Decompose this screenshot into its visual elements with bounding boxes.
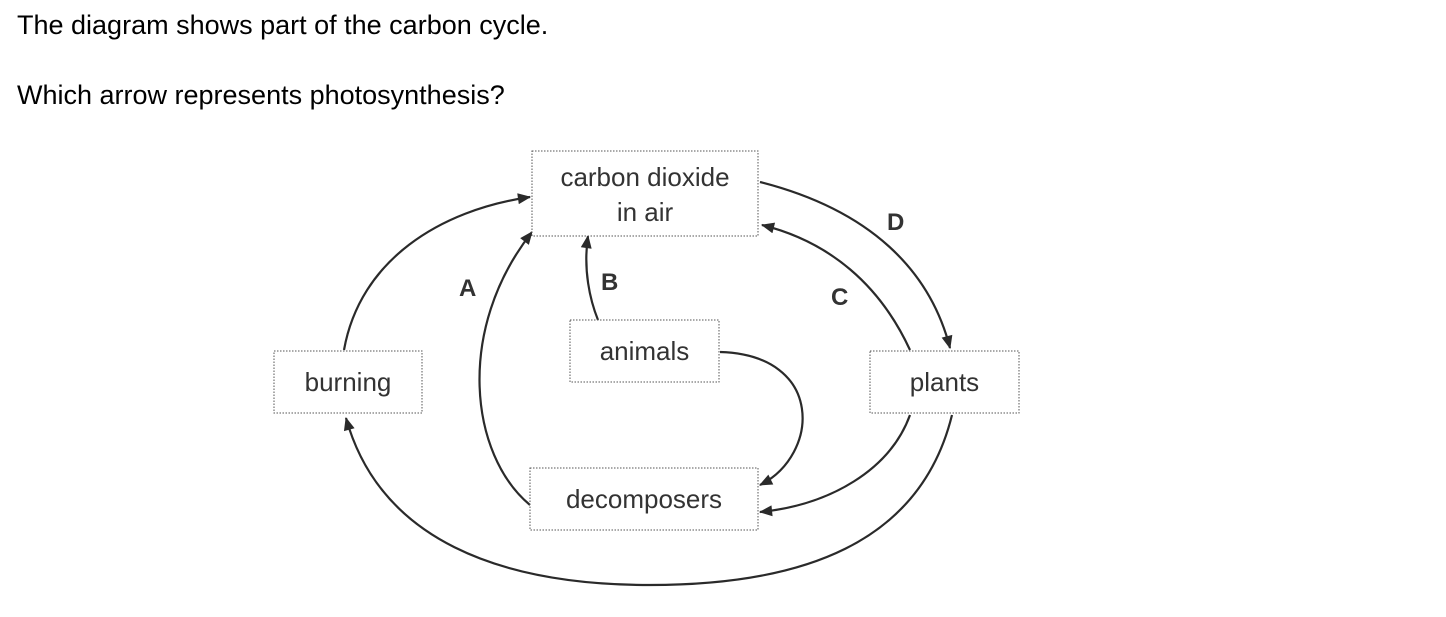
box-plants-label: plants xyxy=(910,367,979,397)
arrow-label-c: C xyxy=(831,284,848,311)
arrow-c-plants-to-co2 xyxy=(760,222,911,351)
box-animals-label: animals xyxy=(600,336,690,366)
box-plants: plants xyxy=(869,350,1020,414)
box-carbon-dioxide-line1: carbon dioxide xyxy=(560,162,729,192)
box-carbon-dioxide-line2: in air xyxy=(617,197,674,227)
question-prompt: Which arrow represents photosynthesis? xyxy=(17,80,505,110)
arrow-plants-to-decomposers xyxy=(758,414,912,517)
arrow-animals-to-decomposers xyxy=(719,350,804,486)
box-decomposers-label: decomposers xyxy=(566,484,722,514)
arrow-d-co2-to-plants xyxy=(759,180,953,350)
arrow-label-d: D xyxy=(887,209,904,236)
arrow-plants-to-burning xyxy=(343,414,954,587)
box-carbon-dioxide: carbon dioxide in air xyxy=(531,150,759,237)
box-decomposers: decomposers xyxy=(529,467,759,531)
box-burning: burning xyxy=(273,350,423,414)
arrow-a-decomposers-to-co2 xyxy=(478,231,533,506)
arrow-burning-to-co2 xyxy=(342,193,532,351)
box-animals: animals xyxy=(569,319,720,383)
arrow-b-animals-to-co2 xyxy=(580,234,600,321)
arrow-label-b: B xyxy=(601,269,618,296)
box-burning-label: burning xyxy=(305,367,392,397)
question-intro: The diagram shows part of the carbon cyc… xyxy=(17,10,549,40)
arrow-label-a: A xyxy=(459,275,476,302)
